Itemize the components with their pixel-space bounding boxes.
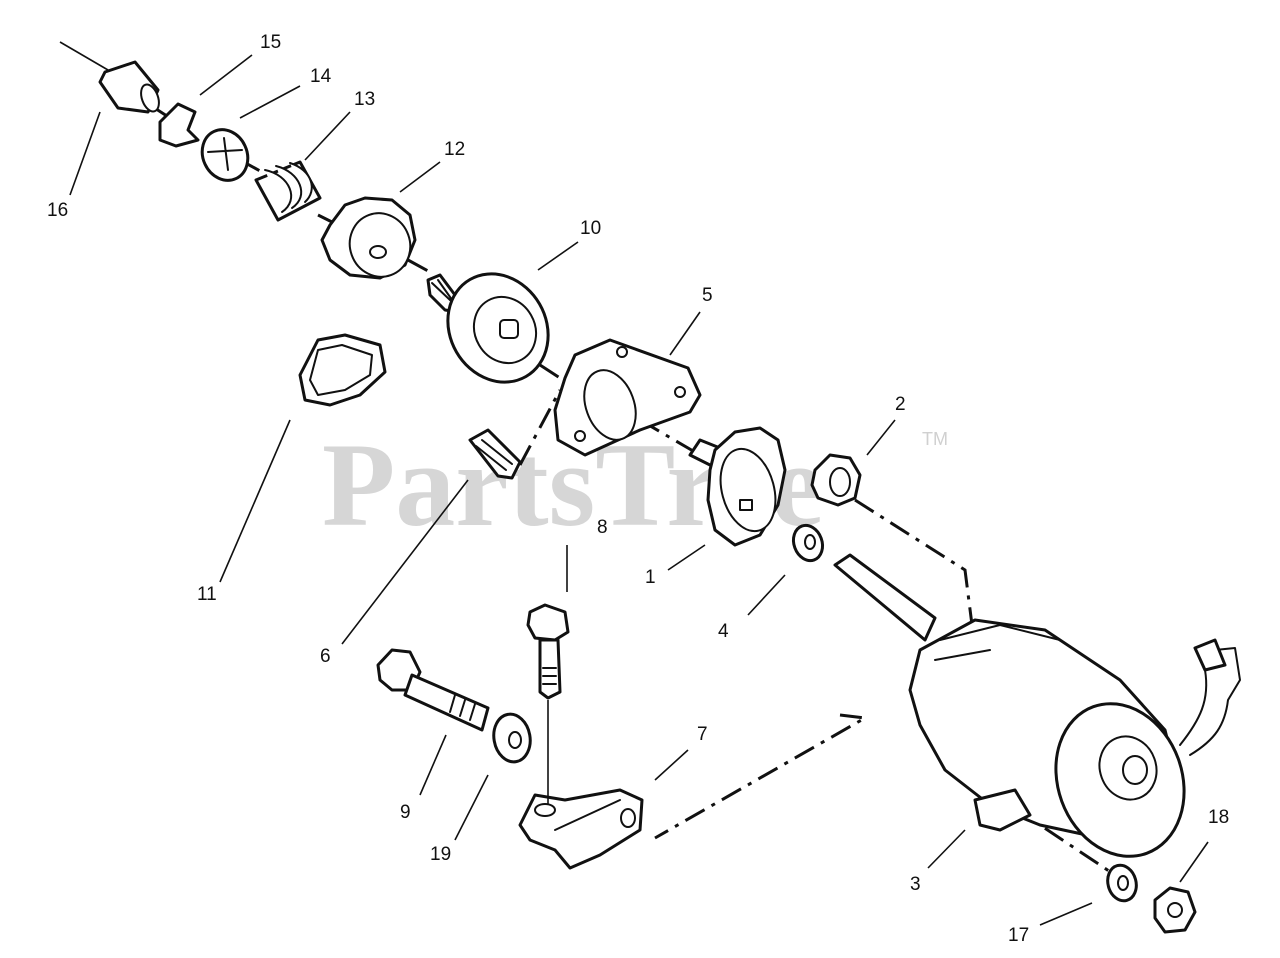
callout-2: 2: [895, 394, 906, 415]
part-17-washer: [1106, 863, 1138, 903]
callout-11: 11: [197, 584, 217, 605]
callout-3: 3: [910, 874, 921, 895]
callout-1: 1: [645, 567, 656, 588]
part-10-clutch-plate: [426, 272, 550, 384]
callout-12: 12: [444, 139, 465, 160]
leader-lines: [69, 54, 1209, 926]
callout-17: 17: [1008, 925, 1029, 946]
part-4-washer: [791, 523, 825, 563]
part-1-drive-gear: [688, 426, 787, 547]
callout-19: 19: [430, 844, 451, 865]
callout-16: 16: [47, 200, 68, 221]
part-6-screw: [468, 428, 522, 480]
part-2-small-pinion: [810, 453, 862, 507]
part-11-bracket-clip: [298, 333, 387, 407]
part-15-clip: [158, 102, 200, 148]
part-5-mounting-plate: [553, 338, 702, 457]
callout-14: 14: [310, 66, 332, 87]
part-14-cap: [200, 128, 250, 182]
callout-labels: 1 2 3 4 5 6 7 8 9 10 11 12 13 14 15 16 1…: [47, 32, 1229, 946]
callout-4: 4: [718, 621, 729, 642]
part-12-pinion-gear: [320, 196, 417, 280]
callout-13: 13: [354, 89, 375, 110]
part-9-bolt: [376, 648, 490, 732]
callout-9: 9: [400, 802, 411, 823]
part-8-bolt: [526, 603, 570, 700]
part-19-washer: [492, 712, 532, 764]
callout-6: 6: [320, 646, 331, 667]
assembly-centerlines: [59, 41, 1116, 877]
part-16-bushing: [98, 60, 160, 114]
callout-15: 15: [260, 32, 281, 53]
callout-5: 5: [702, 285, 713, 306]
callout-7: 7: [697, 724, 708, 745]
callout-8: 8: [597, 517, 608, 538]
callout-18: 18: [1208, 807, 1229, 828]
part-3-starter-motor: [833, 553, 1241, 858]
part-18-nut: [1153, 886, 1197, 934]
callout-10: 10: [580, 218, 601, 239]
watermark-trademark: TM: [922, 429, 948, 449]
part-13-spring: [254, 160, 322, 222]
part-7-link-bracket: [518, 700, 644, 870]
